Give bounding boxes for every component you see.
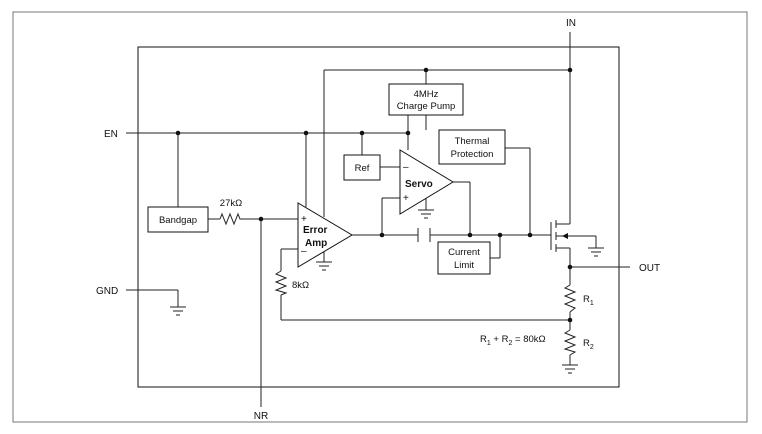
capacitor [417, 228, 431, 242]
charge-pump-label-line1: 4MHz [414, 89, 439, 100]
thermal-protection-block [438, 129, 506, 165]
ground-symbol-error-amp [316, 261, 332, 271]
bandgap-block [147, 206, 209, 233]
wiring [126, 32, 630, 407]
bandgap-label: Bandgap [159, 215, 197, 226]
pin-label-in: IN [566, 18, 576, 29]
ref-block [343, 154, 381, 181]
current-limit-label-line2: Limit [454, 260, 474, 271]
chip-boundary [137, 46, 620, 388]
ground-symbol-r2 [562, 364, 578, 374]
ground-symbol-transistor [588, 247, 604, 257]
pin-label-en: EN [104, 129, 118, 140]
ref-label: Ref [355, 163, 370, 174]
pin-label-nr: NR [254, 411, 268, 422]
pin-label-gnd: GND [96, 286, 118, 297]
error-amp-label-line1: Error [303, 225, 328, 236]
error-amplifier [297, 202, 353, 268]
pass-transistor [550, 220, 568, 252]
r1-label: R1 [583, 294, 594, 307]
resistor-8k-label: 8kΩ [292, 280, 309, 291]
resistor-r2 [563, 329, 577, 356]
servo-label: Servo [405, 179, 433, 190]
charge-pump-block [388, 83, 464, 116]
servo-minus-sign: – [403, 162, 409, 173]
error-amp-label-line2: Amp [305, 238, 327, 249]
thermal-label-line2: Protection [451, 149, 494, 160]
resistor-sum-label: R1 + R2 = 80kΩ [480, 334, 546, 347]
charge-pump-label-line2: Charge Pump [397, 101, 456, 112]
r2-label: R2 [583, 338, 594, 351]
servo-plus-sign: + [403, 193, 409, 204]
error-amp-plus-sign: + [301, 214, 307, 225]
ground-symbol-gnd-pin [170, 306, 186, 316]
resistor-27k [219, 212, 242, 226]
current-limit-block [437, 241, 491, 275]
resistor-8k [274, 270, 288, 296]
ground-symbol-servo [418, 209, 434, 219]
resistor-27k-label: 27kΩ [220, 198, 242, 209]
thermal-label-line1: Thermal [455, 136, 490, 147]
current-limit-label-line1: Current [448, 247, 480, 258]
servo-amplifier [399, 149, 454, 215]
resistor-r1 [563, 284, 577, 313]
error-amp-minus-sign: – [301, 246, 307, 257]
pin-label-out: OUT [639, 263, 660, 274]
junction-dots [175, 67, 573, 323]
outer-frame [12, 11, 748, 423]
